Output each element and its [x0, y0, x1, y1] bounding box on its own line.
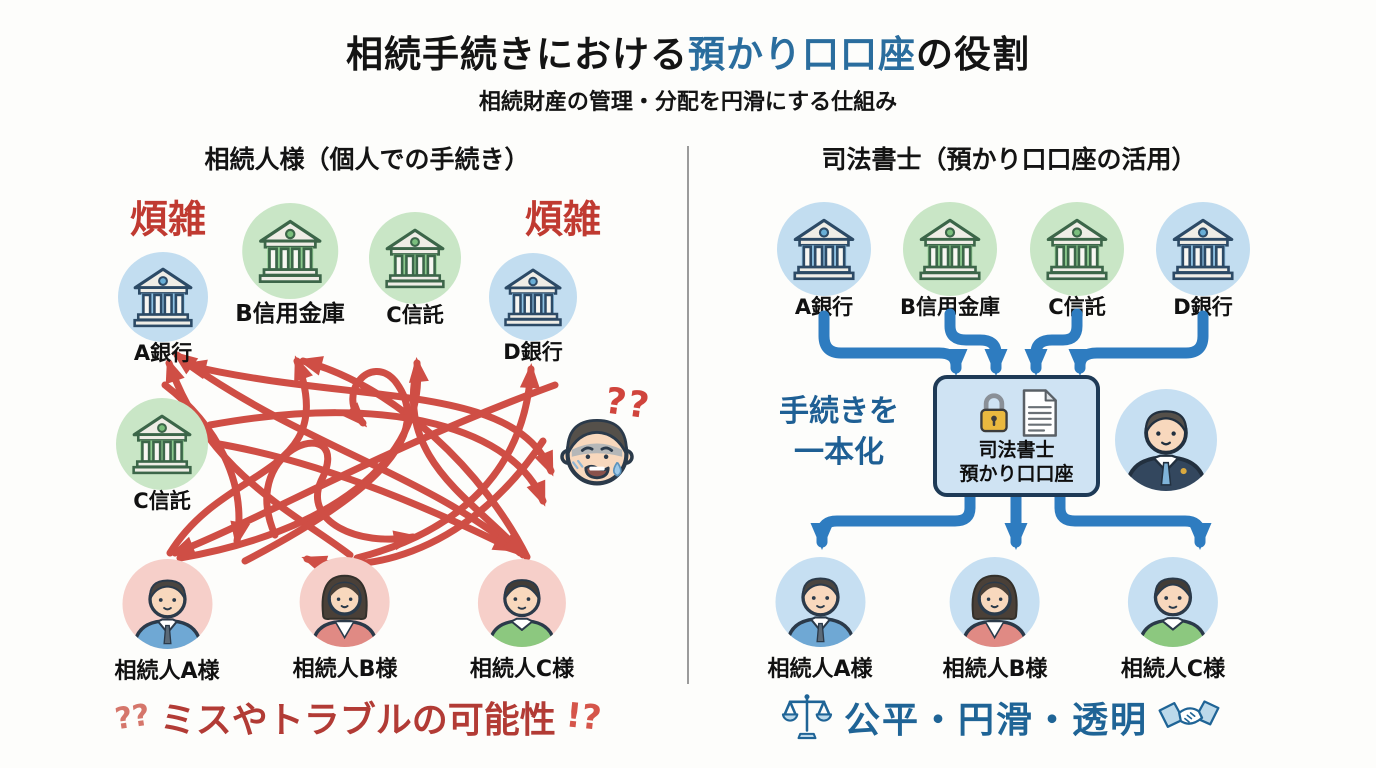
left-bank-b: B信用金庫 [235, 203, 345, 328]
lock-icon [975, 391, 1013, 435]
heir-circle [478, 559, 566, 647]
heir-c-avatar [1130, 561, 1216, 647]
bank-icon [916, 215, 984, 283]
bank-label: C信託 [386, 303, 444, 327]
bank-icon [501, 265, 565, 329]
title-highlight: 預かり口口座 [688, 33, 916, 76]
heir-b-avatar [302, 561, 388, 647]
heir-label: 相続人A様 [767, 657, 873, 682]
right-bank-a: A銀行 [777, 202, 871, 321]
heir-circle [950, 557, 1040, 647]
benefit-line-1: 手続きを [779, 394, 899, 429]
left-heir-a: 相続人A様 [114, 559, 220, 685]
bank-circle [902, 202, 997, 296]
warning-text: ミスやトラブルの可能性 [159, 700, 556, 741]
warning-bang-marks: !? [563, 695, 604, 739]
bank-circle [777, 202, 871, 296]
bank-circle [1030, 202, 1124, 296]
heir-label: 相続人C様 [469, 657, 575, 682]
bank-circle [369, 212, 461, 304]
warning-footer: ?? ミスやトラブルの可能性 !? [112, 691, 604, 743]
title-prefix: 相続手続きにおける [346, 33, 688, 76]
bank-circle [116, 398, 208, 490]
left-panel-heading: 相続人様（個人での手続き） [204, 145, 530, 174]
left-bank-d: D銀行 [489, 253, 577, 366]
left-bank-c: C信託 [369, 212, 461, 329]
bank-label: A銀行 [133, 341, 193, 365]
fairness-footer: 公平・円滑・透明 [780, 690, 1220, 744]
bank-icon [255, 216, 325, 286]
left-heir-b: 相続人B様 [292, 557, 398, 683]
left-bank-a: A銀行 [118, 252, 208, 367]
bank-icon [1169, 215, 1237, 283]
hassle-label-left: 煩雑 [129, 197, 207, 242]
bank-circle [118, 252, 208, 342]
left-heir-c: 相続人C様 [470, 559, 574, 683]
heir-b-avatar [952, 561, 1038, 647]
scrivener-avatar-circle [1115, 389, 1217, 491]
bank-icon [130, 264, 196, 330]
heir-a-avatar [124, 563, 210, 649]
page-title: 相続手続きにおける預かり口口座の役割 [0, 24, 1376, 78]
bank-icon [1043, 215, 1111, 283]
right-heir-b: 相続人B様 [942, 557, 1048, 683]
escrow-line-2: 預かり口口座 [959, 462, 1074, 485]
panel-divider [687, 146, 689, 684]
confusion-marks: ?? [602, 380, 654, 428]
left-bank-c2: C信託 [116, 398, 208, 515]
flow-arrows-graphic [810, 308, 1212, 550]
right-heir-c: 相続人C様 [1121, 557, 1225, 683]
bank-icon [790, 215, 858, 283]
right-panel-heading: 司法書士（預かり口口座の活用） [821, 145, 1197, 174]
heir-circle [300, 557, 390, 647]
heir-a-avatar [777, 561, 863, 647]
right-bank-c: C信託 [1030, 202, 1124, 321]
heir-c-avatar [480, 563, 564, 647]
escrow-box-text: 司法書士 預かり口口座 [959, 439, 1073, 487]
bank-icon [129, 411, 195, 477]
right-bank-d: D銀行 [1156, 202, 1250, 321]
escrow-icons [975, 387, 1059, 439]
bank-circle [489, 253, 577, 341]
bank-icon [382, 225, 448, 291]
document-icon [1019, 388, 1059, 438]
escrow-account-box: 司法書士 預かり口口座 [933, 375, 1100, 497]
bank-circle [242, 203, 338, 299]
heir-circle [775, 557, 865, 647]
scales-icon [780, 690, 834, 744]
scrivener-avatar [1117, 393, 1215, 491]
heir-circle [122, 559, 212, 649]
heir-label: 相続人B様 [942, 657, 1048, 682]
benefit-text: 手続きを 一本化 [768, 392, 910, 473]
bank-label: D銀行 [503, 340, 563, 364]
bank-circle [1156, 202, 1250, 296]
fairness-text: 公平・円滑・透明 [843, 700, 1149, 741]
bank-label: C信託 [133, 489, 191, 513]
heir-circle [1128, 557, 1218, 647]
heir-label: 相続人A様 [114, 659, 220, 684]
right-bank-b: B信用金庫 [900, 202, 1000, 321]
right-heir-a: 相続人A様 [767, 557, 873, 683]
page-subtitle: 相続財産の管理・分配を円滑にする仕組み [478, 90, 898, 115]
heir-label: 相続人C様 [1120, 657, 1226, 682]
benefit-line-2: 一本化 [794, 434, 884, 470]
escrow-line-1: 司法書士 [978, 439, 1055, 461]
heir-label: 相続人B様 [292, 657, 398, 682]
title-suffix: の役割 [916, 33, 1030, 76]
bank-label: B信用金庫 [235, 301, 345, 327]
warning-question-marks: ?? [112, 697, 153, 737]
hassle-label-right: 煩雑 [524, 197, 602, 242]
handshake-icon [1158, 697, 1220, 737]
